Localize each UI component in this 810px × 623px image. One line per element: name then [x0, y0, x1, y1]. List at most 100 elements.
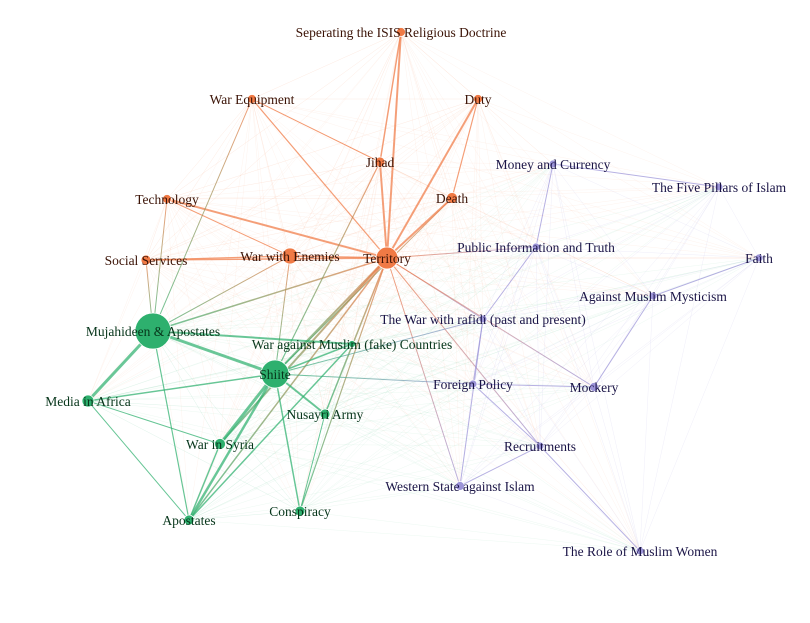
node-territory[interactable]: [375, 246, 399, 270]
faint-edge: [451, 197, 484, 320]
faint-edge: [188, 186, 720, 521]
faint-edge: [145, 186, 720, 261]
faint-edge: [145, 98, 479, 261]
node-mockery[interactable]: [589, 382, 599, 392]
faint-edge: [289, 255, 641, 552]
faint-edge: [87, 257, 388, 402]
node-women[interactable]: [635, 546, 645, 556]
faint-edge: [289, 255, 760, 259]
faint-edge: [324, 295, 654, 415]
node-public[interactable]: [531, 242, 541, 252]
node-tech[interactable]: [162, 194, 172, 204]
faint-edge: [87, 343, 353, 402]
node-warenemies[interactable]: [281, 247, 299, 265]
node-pillars[interactable]: [714, 182, 724, 192]
faint-edge: [251, 98, 276, 375]
faint-edge: [219, 255, 291, 445]
faint-edge: [386, 257, 474, 385]
faint-edge: [386, 163, 554, 259]
edge-territory-conspiracy: [299, 257, 388, 512]
faint-edge: [87, 197, 453, 402]
faint-edge: [188, 445, 541, 521]
edge-territory-wareq: [251, 98, 388, 259]
faint-edge: [535, 186, 720, 248]
node-death[interactable]: [446, 192, 458, 204]
faint-edge: [639, 295, 654, 552]
edge-shiite-foreign: [274, 373, 474, 385]
faint-edge: [324, 413, 541, 447]
edge-territory-apostates: [188, 257, 388, 521]
faint-edge: [451, 186, 720, 199]
faint-edge: [459, 386, 595, 487]
node-money[interactable]: [548, 159, 558, 169]
node-mysticism[interactable]: [648, 291, 658, 301]
edge-public-money: [535, 163, 554, 248]
faint-edge: [299, 485, 461, 512]
faint-edge: [166, 98, 253, 200]
faint-edge: [152, 257, 760, 332]
faint-edge: [145, 259, 484, 320]
node-label-nusayri: Nusayri Army: [287, 407, 364, 422]
faint-edge: [289, 163, 554, 257]
faint-edge: [145, 259, 595, 388]
faint-edge: [299, 510, 641, 552]
node-social[interactable]: [140, 254, 152, 266]
edge-jihad-wareq: [251, 98, 381, 163]
node-shiite[interactable]: [260, 359, 290, 389]
node-foreign[interactable]: [468, 379, 478, 389]
faint-edge: [219, 343, 353, 445]
edge-territory-western: [386, 257, 461, 487]
faint-edge: [593, 257, 760, 388]
faint-edge: [152, 330, 541, 447]
faint-edge: [152, 330, 595, 388]
faint-edge: [274, 31, 402, 375]
node-syria[interactable]: [214, 438, 226, 450]
faint-edge: [289, 255, 326, 415]
faint-edge: [87, 400, 461, 487]
node-label-western: Western State against Islam: [385, 479, 535, 494]
faint-edge: [477, 98, 541, 447]
faint-edge: [87, 186, 720, 402]
node-faith[interactable]: [754, 253, 764, 263]
edge-shiite-media: [87, 373, 276, 402]
node-duty[interactable]: [473, 94, 483, 104]
faint-edge: [400, 31, 453, 199]
faint-edge: [451, 163, 554, 199]
node-sep[interactable]: [396, 27, 406, 37]
node-label-rafidi: The War with rafidi (past and present): [380, 312, 586, 327]
node-rafidi[interactable]: [478, 314, 488, 324]
faint-edge: [539, 163, 554, 447]
faint-edge: [87, 257, 760, 402]
faint-edge: [386, 257, 641, 552]
node-recruit[interactable]: [535, 441, 545, 451]
faint-edge: [166, 198, 301, 512]
faint-edge: [152, 295, 654, 332]
node-wareq[interactable]: [247, 94, 257, 104]
faint-edge: [400, 31, 479, 100]
node-label-conspiracy: Conspiracy: [269, 504, 331, 519]
node-western[interactable]: [455, 481, 465, 491]
node-mujahideen[interactable]: [134, 312, 172, 350]
faint-edge: [639, 257, 760, 552]
faint-edge: [299, 445, 541, 512]
faint-edge: [219, 98, 253, 445]
node-media[interactable]: [81, 394, 95, 408]
faint-edge: [379, 161, 474, 385]
node-apostates[interactable]: [183, 514, 195, 526]
faint-edge: [379, 161, 537, 248]
edge-mujahideen-shiite: [151, 329, 277, 376]
node-label-foreign: Foreign Policy: [433, 377, 513, 392]
faint-edge: [299, 163, 554, 512]
faint-edge: [166, 186, 720, 200]
faint-edge: [166, 31, 402, 200]
faint-edge: [535, 246, 654, 297]
faint-edge: [145, 259, 461, 487]
node-label-women: The Role of Muslim Women: [563, 544, 718, 559]
faint-edge: [472, 257, 760, 385]
node-nusayri[interactable]: [319, 408, 331, 420]
faint-edge: [289, 255, 353, 345]
node-conspiracy[interactable]: [294, 505, 306, 517]
node-jihad[interactable]: [374, 156, 386, 168]
node-waragainst[interactable]: [348, 340, 356, 348]
